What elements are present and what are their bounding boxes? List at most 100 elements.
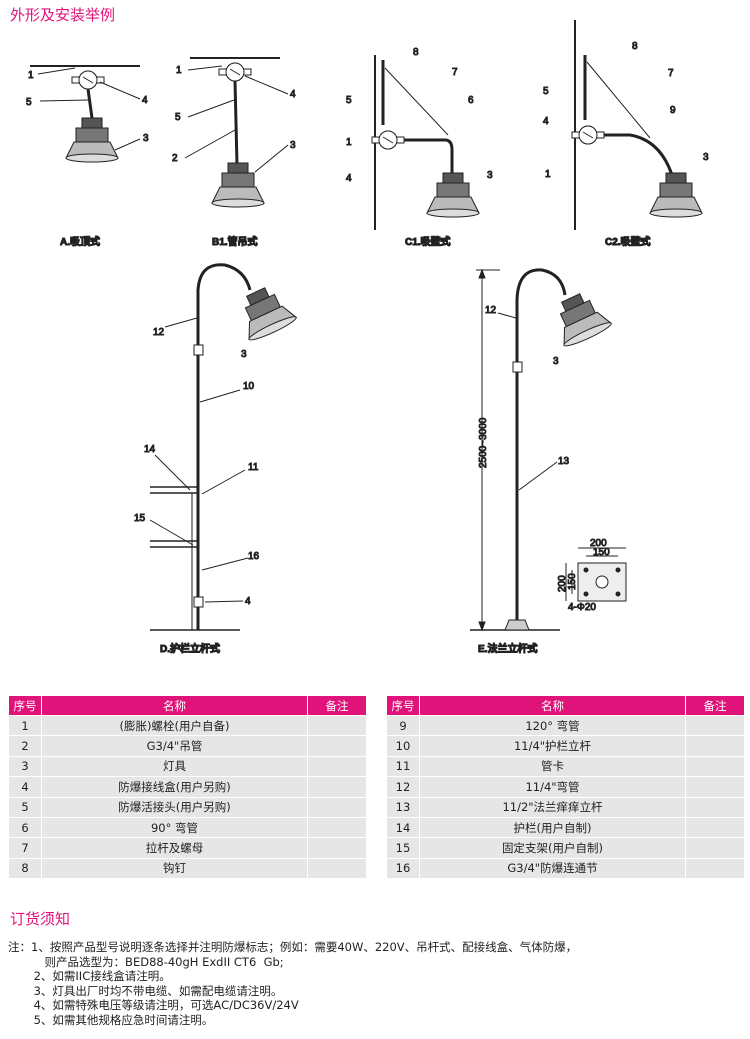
diagram-caption: C2.吸壁式 [605, 235, 651, 248]
callout-label: 9 [670, 105, 676, 116]
diagram-caption: E.法兰立杆式 [478, 642, 537, 655]
callout-label: 3 [143, 133, 149, 144]
callout-label: 13 [558, 456, 570, 467]
order-notes: 注：1、按照产品型号说明逐条选择并注明防爆标志；例如：需要40W、220V、吊杆… [8, 940, 577, 1028]
plate-dim: 200 [557, 575, 568, 592]
cell-no: 6 [9, 817, 41, 838]
callout-label: 16 [248, 551, 260, 562]
cell-name: 11/4"护栏立杆 [420, 736, 685, 756]
header-no: 序号 [387, 696, 419, 715]
cell-note [308, 756, 366, 777]
cell-note [686, 838, 744, 858]
callout-label: 3 [703, 152, 709, 163]
diagram-c1: 8 7 6 5 1 4 3 C1.吸壁式 [346, 47, 494, 249]
callout-label: 3 [241, 349, 247, 360]
callout-label: 3 [290, 140, 296, 151]
cell-no: 7 [9, 838, 41, 858]
cell-note [308, 838, 366, 858]
cell-note [686, 858, 744, 879]
cell-note [686, 797, 744, 817]
callout-label: 4 [346, 173, 352, 184]
callout-label: 6 [468, 95, 474, 106]
callout-label: 1 [346, 137, 352, 148]
callout-label: 15 [134, 513, 146, 524]
cell-note [686, 817, 744, 838]
note-line: 2、如需IIC接线盒请注明。 [8, 969, 171, 984]
header-note: 备注 [686, 696, 744, 715]
callout-label: 3 [553, 356, 559, 367]
cell-name: 固定支架(用户自制) [420, 838, 685, 858]
note-line: 则产品选型为：BED88-40gH ExdII CT6 Gb; [8, 954, 284, 969]
cell-note [686, 736, 744, 756]
diagram-caption: B1.管吊式 [212, 235, 258, 248]
cell-no: 5 [9, 797, 41, 817]
diagram-caption: C1.吸壁式 [405, 235, 451, 248]
cell-no: 9 [387, 716, 419, 736]
cell-name: 管卡 [420, 756, 685, 777]
plate-dim: 4-Φ20 [568, 602, 596, 613]
diagram-b1: 1 4 5 2 3 B1.管吊式 [172, 57, 297, 249]
callout-label: 3 [487, 170, 493, 181]
callout-label: 4 [290, 89, 296, 100]
cell-note [686, 777, 744, 797]
cell-no: 1 [9, 716, 41, 736]
diagram-e: 2500~3000 12 3 13 200 150 200 150 4-Φ20 … [470, 268, 627, 656]
cell-name: 防爆接线盒(用户另购) [42, 777, 307, 797]
diagram-caption: A.吸顶式 [60, 235, 100, 248]
cell-name: 120° 弯管 [420, 716, 685, 736]
diagram-d: 12 3 10 14 11 15 16 4 D.护栏立杆式 [134, 263, 299, 656]
cell-note [686, 756, 744, 777]
note-line: 4、如需特殊电压等级请注明，可选AC/DC36V/24V [8, 998, 299, 1013]
cell-no: 8 [9, 858, 41, 879]
cell-no: 13 [387, 797, 419, 817]
callout-label: 8 [413, 47, 419, 58]
callout-label: 4 [245, 596, 251, 607]
callout-label: 10 [243, 381, 255, 392]
plate-dim: 150 [567, 573, 578, 590]
callout-label: 5 [543, 86, 549, 97]
cell-name: 11/4"弯管 [420, 777, 685, 797]
cell-name: 护栏(用户自制) [420, 817, 685, 838]
plate-dim: 150 [593, 547, 610, 558]
callout-label: 2 [172, 153, 178, 164]
cell-no: 12 [387, 777, 419, 797]
cell-name: (膨胀)螺栓(用户自备) [42, 716, 307, 736]
callout-label: 1 [176, 65, 182, 76]
section-title: 外形及安装举例 [10, 6, 116, 24]
cell-name: 11/2"法兰痒痒立杆 [420, 797, 685, 817]
cell-no: 10 [387, 736, 419, 756]
cell-name: G3/4"防爆连通节 [420, 858, 685, 879]
header-name: 名称 [420, 696, 685, 715]
callout-label: 1 [545, 169, 551, 180]
diagram-caption: D.护栏立杆式 [160, 642, 220, 655]
cell-no: 2 [9, 736, 41, 756]
callout-label: 1 [28, 70, 34, 81]
cell-note [308, 777, 366, 797]
header-name: 名称 [42, 696, 307, 715]
height-dimension: 2500~3000 [478, 417, 489, 468]
installation-diagrams: 1 5 4 3 A.吸顶式 1 4 5 2 3 B1.管吊式 [26, 20, 710, 656]
cell-name: 钩钉 [42, 858, 307, 879]
cell-note [308, 817, 366, 838]
cell-no: 16 [387, 858, 419, 879]
table-row: 1(膨胀)螺栓(用户自备) [9, 716, 366, 736]
cell-note [686, 716, 744, 736]
diagram-c2: 8 7 9 5 4 1 3 C2.吸壁式 [543, 20, 710, 249]
flange-plate-drawing: 200 150 200 150 4-Φ20 [557, 538, 627, 614]
